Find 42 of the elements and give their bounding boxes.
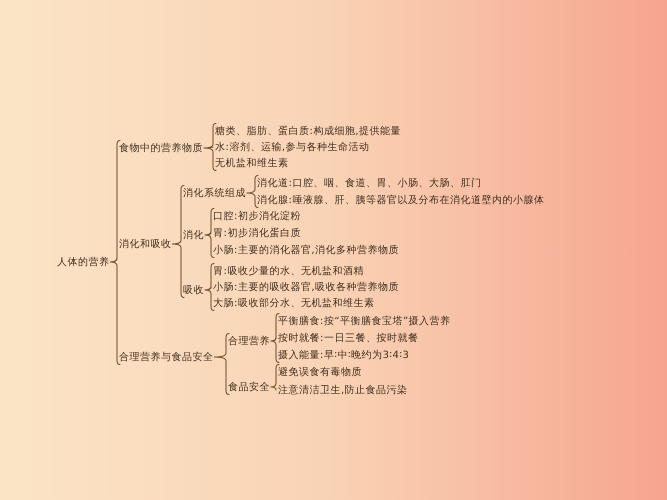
brace-line: [110, 262, 120, 365]
brace-line: [204, 232, 212, 236]
item-text: 按时就餐:一日三餐、按时就餐: [278, 332, 418, 344]
brace-line: [172, 244, 184, 298]
item-text: 糖类、脂肪、蛋白质:构成细胞,提供能量: [215, 124, 402, 138]
item-text: 消化道:口腔、咽、食道、胃、小肠、大肠、肛门: [257, 176, 482, 190]
item-text: 胃:初步消化蛋白质: [213, 226, 301, 240]
topic-label: 消化: [183, 228, 204, 242]
topic-label: 吸收: [183, 284, 204, 296]
brace-line: [270, 313, 280, 342]
item-text: 胃:吸收少量的水、无机盐和酒精: [213, 264, 364, 278]
item-text: 平衡膳食:按“平衡膳食宝塔”摄入营养: [278, 314, 451, 328]
brace-line: [110, 244, 118, 262]
brace-line: [270, 364, 280, 388]
brace-line: [270, 338, 276, 342]
item-text: 小肠:主要的消化器官,消化多种营养物质: [213, 244, 400, 256]
item-text: 小肠:主要的吸收器官,吸收各种营养物质: [213, 280, 400, 294]
item-text: 避免误食有毒物质: [278, 366, 362, 378]
brace-line: [204, 286, 212, 290]
topic-label: 食品安全: [228, 380, 270, 394]
item-text: 无机盐和维生素: [215, 156, 288, 170]
brace-line: [246, 192, 258, 208]
topic-label: 合理营养与食品安全: [119, 350, 214, 364]
item-text: 摄入能量:早∶中∶晚约为3∶4∶3: [278, 348, 410, 362]
item-text: 消化腺:唾液腺、肝、胰等器官以及分布在消化道壁内的小腺体: [257, 194, 544, 206]
topic-label: 合理营养: [228, 334, 270, 348]
brace-line: [204, 263, 214, 290]
brace-line: [270, 386, 276, 390]
brace-line: [204, 234, 214, 258]
brace-line: [214, 356, 230, 395]
topic-label: 人体的营养: [57, 256, 110, 268]
item-text: 水:溶剂、运输,参与各种生命活动: [215, 140, 370, 154]
topic-label: 消化和吸收: [119, 238, 172, 250]
brace-line: [204, 290, 214, 311]
brace-line: [270, 340, 280, 363]
item-text: 注意清洁卫生,防止食品污染: [278, 384, 408, 396]
item-text: 大肠:吸收部分水、无机盐和维生素: [213, 296, 374, 310]
topic-label: 消化系统组成: [183, 186, 246, 200]
topic-label: 食物中的营养物质: [119, 142, 203, 154]
item-text: 口腔:初步消化淀粉: [213, 210, 301, 222]
brace-line: [204, 208, 214, 236]
brace-line: [204, 148, 216, 171]
